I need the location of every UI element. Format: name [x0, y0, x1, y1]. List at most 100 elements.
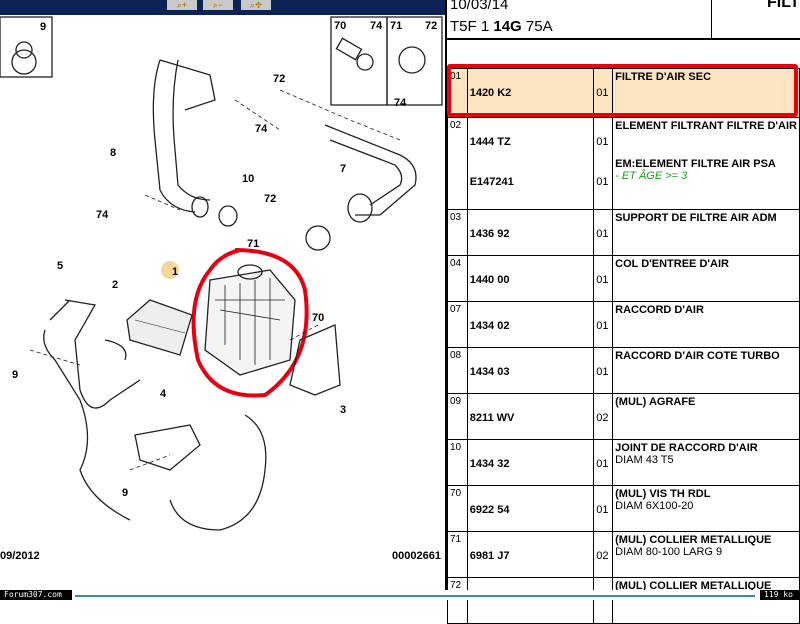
ref-bold: 14G	[493, 18, 522, 35]
inlet-neck-4	[134, 414, 267, 531]
part-desc: FILTRE D'AIR SEC	[612, 68, 800, 118]
filter-element-2	[126, 299, 193, 356]
qty-2: 01	[596, 176, 609, 188]
desc-note: - ET ÂGE >= 3	[615, 170, 688, 182]
toolbar: ⌕+ ⌕− ⌕✥	[0, 0, 445, 15]
qty-1: 01	[596, 136, 609, 148]
desc: (MUL) COLLIER METALLIQUE	[615, 534, 772, 546]
header-line	[447, 38, 800, 40]
callout-1-marker	[161, 261, 179, 279]
desc-sub: DIAM 43 T5	[615, 454, 674, 466]
callout-74-inset: 74	[370, 20, 383, 32]
callout-1: 1	[172, 266, 178, 278]
row-num: 07	[447, 301, 468, 348]
hose-7	[305, 124, 417, 251]
part-ref: 1436 92	[466, 209, 595, 256]
part-ref	[466, 577, 595, 624]
pan-icon[interactable]: ⌕✥	[241, 0, 271, 10]
callout-8: 8	[110, 147, 116, 159]
row-num: 71	[447, 531, 468, 578]
part-ref: 1434 03	[466, 347, 595, 394]
callout-72: 72	[273, 73, 285, 85]
parts-diagram: 9 70 74 71 72 72 74 74 8 10 72 74 7 71 1…	[0, 15, 445, 590]
callout-71: 71	[247, 238, 259, 250]
callout-71-inset: 71	[390, 20, 402, 32]
parts-header: 10/03/14 T5F 1 14G 75A FILTI	[447, 0, 800, 60]
seal-10	[218, 205, 238, 227]
highlight-circle	[191, 248, 309, 398]
row-num: 09	[447, 393, 468, 440]
part-desc: (MUL) AGRAFE	[612, 393, 800, 440]
part-qty: 01	[593, 485, 614, 532]
header-separator	[711, 0, 712, 38]
part-qty: 01	[593, 301, 614, 348]
table-row[interactable]: 72(MUL) COLLIER METALLIQUE	[447, 577, 800, 624]
desc-sub: DIAM 80-100 LARG 9	[615, 546, 723, 558]
diagram-code: 00002661	[392, 550, 441, 562]
file-size: 119 ko	[760, 590, 800, 600]
part-qty: 01	[593, 439, 614, 486]
row-num: 10	[447, 439, 468, 486]
part-ref: 1434 02	[466, 301, 595, 348]
callout-70-inset: 70	[334, 20, 346, 32]
part-qty: 01 01	[593, 117, 614, 210]
part-ref: 1444 TZ E147241	[466, 117, 595, 210]
desc-1: ELEMENT FILTRANT FILTRE D'AIR	[615, 120, 797, 132]
air-intake-5	[43, 299, 141, 521]
part-ref: 1420 K2	[466, 68, 595, 118]
zoom-out-icon[interactable]: ⌕−	[203, 0, 233, 10]
part-qty: 01	[593, 255, 614, 302]
part-qty: 01	[593, 209, 614, 256]
callout-74-left: 74	[96, 209, 109, 221]
zoom-in-icon[interactable]: ⌕+	[167, 0, 197, 10]
callout-9-left: 9	[12, 369, 18, 381]
fastener-inset	[330, 16, 443, 106]
callout-9-top: 9	[40, 21, 46, 33]
row-num: 04	[447, 255, 468, 302]
callout-4: 4	[160, 388, 167, 400]
header-date: 10/03/14	[450, 0, 509, 13]
part-desc: RACCORD D'AIR COTE TURBO	[612, 347, 800, 394]
bracket-3	[289, 324, 341, 396]
callout-70: 70	[312, 312, 324, 324]
part-qty: 01	[593, 68, 614, 118]
ref-suffix: 75A	[521, 18, 553, 35]
ref-prefix: T5F 1	[450, 18, 494, 35]
clip-9-inset	[0, 16, 53, 78]
part-desc: RACCORD D'AIR	[612, 301, 800, 348]
callout-3: 3	[340, 404, 346, 416]
callout-10: 10	[242, 173, 254, 185]
selected-row-highlight	[447, 64, 798, 117]
part-ref-1: 1444 TZ	[469, 136, 511, 148]
part-ref: 1440 00	[466, 255, 595, 302]
leader-lines	[29, 89, 401, 471]
divider	[445, 0, 447, 590]
desc: JOINT DE RACCORD D'AIR	[615, 442, 758, 454]
diagram-date: 09/2012	[0, 550, 40, 562]
site-label: Forum307.com	[0, 590, 72, 600]
part-ref-2: E147241	[469, 176, 514, 188]
callout-9-bottom: 9	[122, 487, 128, 499]
callout-74: 74	[255, 123, 268, 135]
part-ref: 6981 J7	[466, 531, 595, 578]
desc-sub: DIAM 6X100-20	[615, 500, 694, 512]
part-ref: 6922 54	[466, 485, 595, 532]
callout-7: 7	[340, 163, 346, 175]
part-qty	[593, 577, 614, 624]
air-duct-8	[152, 59, 216, 218]
part-desc: SUPPORT DE FILTRE AIR ADM	[612, 209, 800, 256]
callout-72-inset: 72	[425, 20, 437, 32]
